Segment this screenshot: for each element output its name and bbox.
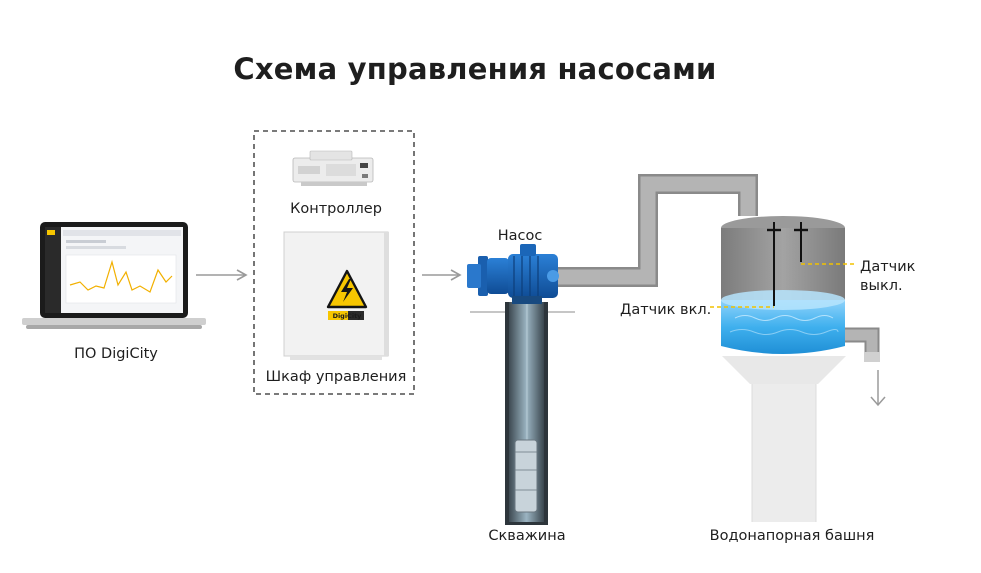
software-label: ПО DigiCity <box>74 346 158 362</box>
control-cabinet-icon <box>283 231 389 360</box>
controller-icon <box>292 150 374 186</box>
sensor-off-label: Датчик выкл. <box>860 258 915 296</box>
pump-icon <box>467 244 559 304</box>
controller-label: Контроллер <box>290 201 382 217</box>
laptop-icon <box>22 222 206 329</box>
control-group-frame <box>253 130 415 395</box>
diagram-title: Схема управления насосами <box>233 52 717 86</box>
sensor-off-label-line2: выкл. <box>860 278 903 294</box>
cabinet-brand-plate: DigiCity <box>332 312 362 320</box>
sensor-off-probe <box>794 222 854 265</box>
sensor-on-label: Датчик вкл. <box>620 302 712 318</box>
sensor-on-probe <box>710 222 781 308</box>
tower-label: Водонапорная башня <box>709 528 875 544</box>
pump-label: Насос <box>497 228 543 244</box>
well-label: Скважина <box>488 528 566 544</box>
well-illustration <box>470 302 575 525</box>
pipe-pump-to-tower <box>548 174 758 287</box>
water-tower-illustration <box>721 216 886 522</box>
cabinet-label: Шкаф управления <box>265 369 407 385</box>
sensor-off-label-line1: Датчик <box>860 259 916 275</box>
